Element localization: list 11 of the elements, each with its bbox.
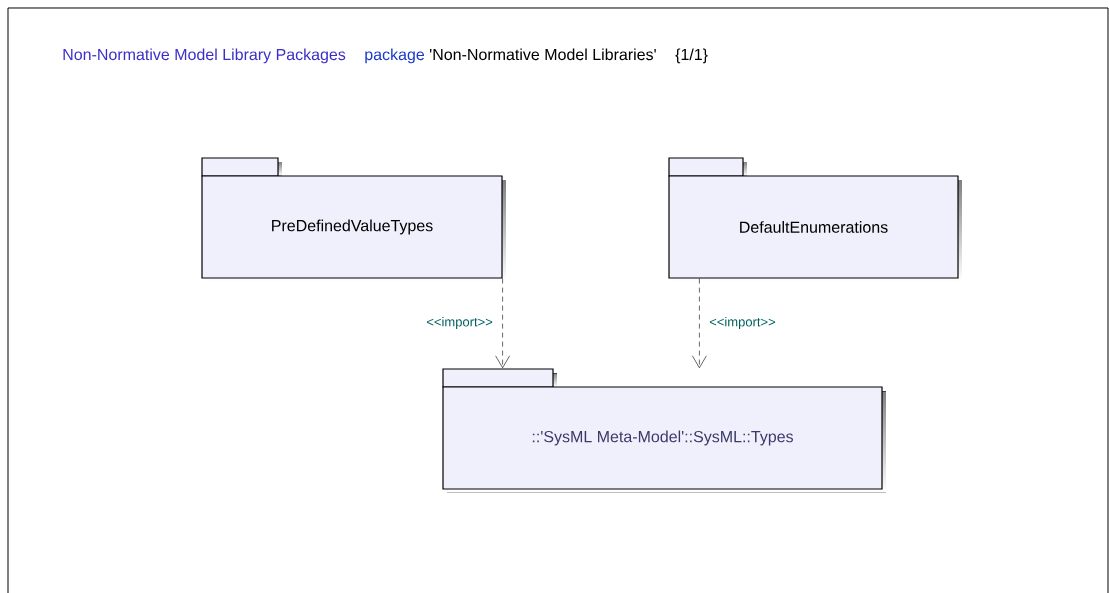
package-box: DefaultEnumerations bbox=[668, 157, 962, 282]
stereotype-label: <<import>> bbox=[708, 315, 777, 331]
package-box: PreDefinedValueTypes bbox=[201, 157, 506, 282]
dependency-arrow bbox=[692, 278, 707, 369]
dependency-arrow bbox=[495, 278, 510, 369]
keyword-text: package bbox=[365, 48, 425, 64]
page-number: {1/1} bbox=[675, 48, 708, 64]
package-box: ::'SysML Meta-Model'::SysML::Types bbox=[442, 368, 886, 493]
package-name: 'Non-Normative Model Libraries' bbox=[430, 48, 656, 61]
stereotype-label: <<import>> bbox=[425, 315, 494, 331]
diagram-title: Non-Normative Model Library Packages bbox=[63, 48, 346, 64]
